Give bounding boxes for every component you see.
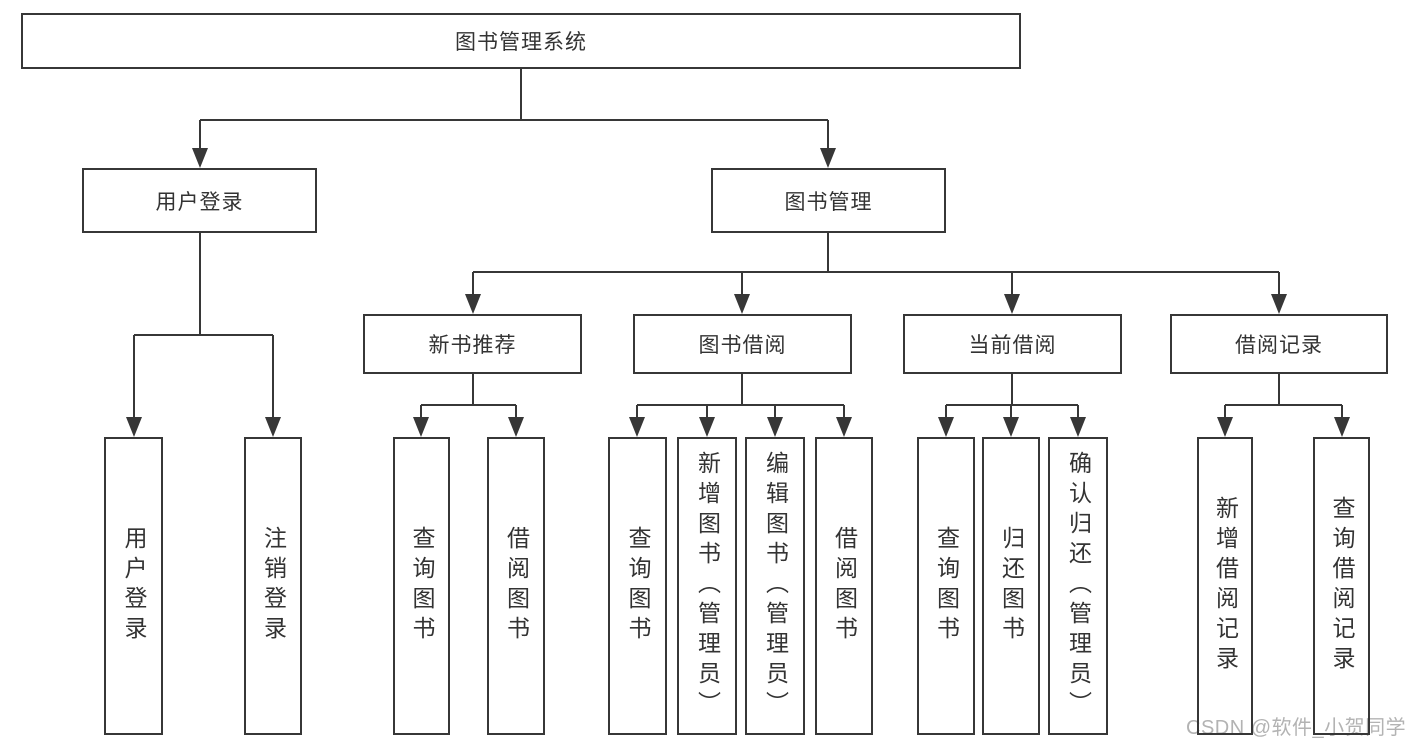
leaf-query-books-recommend: 查询图书 <box>393 437 450 735</box>
leaf-add-books-admin: 新增图书（管理员） <box>677 437 737 735</box>
leaf-query-books-borrow: 查询图书 <box>608 437 667 735</box>
leaf-edit-books-admin: 编辑图书（管理员） <box>745 437 805 735</box>
leaf-borrow-books-recommend: 借阅图书 <box>487 437 545 735</box>
node-borrowing-records: 借阅记录 <box>1170 314 1388 374</box>
arrowhead-icons <box>126 148 1350 437</box>
leaf-confirm-return-admin: 确认归还（管理员） <box>1048 437 1108 735</box>
node-user-login: 用户登录 <box>82 168 317 233</box>
leaf-query-borrow-record: 查询借阅记录 <box>1313 437 1370 735</box>
node-book-borrowing: 图书借阅 <box>633 314 852 374</box>
leaf-add-borrow-record: 新增借阅记录 <box>1197 437 1253 735</box>
node-book-management: 图书管理 <box>711 168 946 233</box>
node-book-management-system: 图书管理系统 <box>21 13 1021 69</box>
leaf-query-books-current: 查询图书 <box>917 437 975 735</box>
node-new-book-recommendation: 新书推荐 <box>363 314 582 374</box>
node-current-borrowing: 当前借阅 <box>903 314 1122 374</box>
leaf-user-login: 用户登录 <box>104 437 163 735</box>
leaf-return-books: 归还图书 <box>982 437 1040 735</box>
leaf-borrow-books: 借阅图书 <box>815 437 873 735</box>
leaf-logout: 注销登录 <box>244 437 302 735</box>
